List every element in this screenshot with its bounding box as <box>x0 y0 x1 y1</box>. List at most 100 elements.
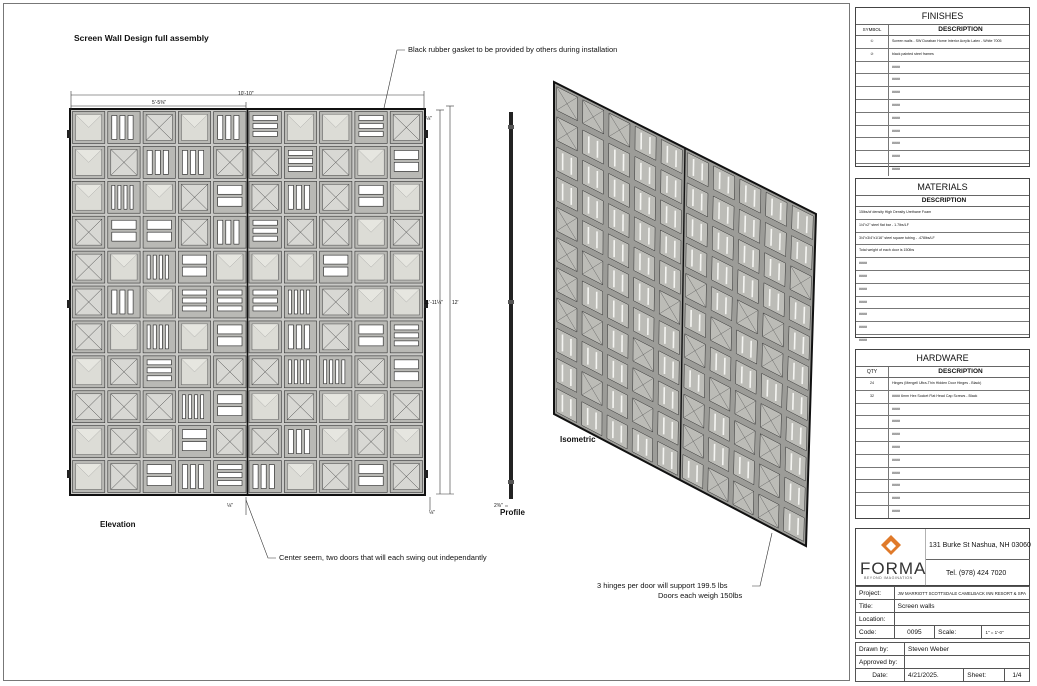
profile-view <box>505 112 514 507</box>
material-description: #### <box>859 286 867 291</box>
hardware-description: #### <box>892 470 900 475</box>
hardware-description-header: DESCRIPTION <box>938 368 983 375</box>
sheet-value: 1/4 <box>1003 668 1031 682</box>
hinges-note: 3 hinges per door will support 199.5 lbs <box>597 581 728 590</box>
logo-text: FORMA <box>860 559 927 578</box>
finish-symbol <box>856 87 889 99</box>
hardware-qty <box>856 403 889 416</box>
finishes-title: FINISHES <box>856 8 1029 25</box>
hardware-qty <box>856 429 889 441</box>
hardware-qty <box>856 416 889 429</box>
code-label: Code: <box>855 625 895 639</box>
finish-symbol <box>856 99 889 112</box>
finishes-row: #### <box>856 99 1029 113</box>
materials-row: #### <box>856 297 1029 310</box>
finish-description: #### <box>892 141 900 146</box>
finish-symbol <box>856 151 889 163</box>
finish-description: #### <box>892 102 900 107</box>
drawn-by-label: Drawn by: <box>855 642 905 656</box>
hardware-row: 32#### 6mm Hex Socket Flat Head Cap Scre… <box>856 390 1029 404</box>
finish-symbol <box>856 112 889 125</box>
hardware-qty <box>856 441 889 454</box>
finish-description: #### <box>892 154 900 159</box>
finish-description: #### <box>892 77 900 82</box>
hardware-description: #### <box>892 483 900 488</box>
materials-row: 3/4"x3/4"x1/16" steel square tubing - .4… <box>856 233 1029 246</box>
hardware-description: #### <box>892 444 900 449</box>
hardware-row: #### <box>856 416 1029 430</box>
material-description: #### <box>859 325 867 330</box>
finishes-row: #### <box>856 61 1029 75</box>
finishes-row: #### <box>856 151 1029 164</box>
date-label: Date: <box>855 668 905 682</box>
company-phone: Tel. (978) 424 7020 <box>946 570 1007 577</box>
materials-title: MATERIALS <box>856 179 1029 196</box>
hardware-qty: 24 <box>856 378 889 390</box>
drawing-frame <box>3 3 850 681</box>
finish-description: #### <box>892 166 900 171</box>
approved-by-label: Approved by: <box>855 655 905 669</box>
materials-row: #### <box>856 284 1029 297</box>
hardware-qty <box>856 480 889 493</box>
bottom-gap-dim: ⅛" <box>429 510 435 516</box>
scale-value: 1" = 1'-0" <box>981 625 1030 639</box>
sheet-label: Sheet: <box>963 668 1005 682</box>
finish-symbol <box>856 163 889 176</box>
hardware-row: #### <box>856 454 1029 468</box>
hardware-description: Hinges (Mengell Ultra-Thin Hidden Door H… <box>892 381 982 385</box>
gasket-note: Black rubber gasket to be provided by ot… <box>408 45 618 54</box>
finish-description: #### <box>892 64 900 69</box>
leader-lines <box>245 49 773 587</box>
isometric-label: Isometric <box>560 435 596 444</box>
center-seam-note: Center seem, two doors that will each sw… <box>279 553 487 562</box>
materials-row: #### <box>856 335 1029 347</box>
material-description: #### <box>859 261 867 266</box>
location-label: Location: <box>855 612 895 626</box>
material-description: 1/4"x2" steel flat bar - 1.7lbs/LF <box>859 222 909 227</box>
finish-symbol <box>856 125 889 138</box>
material-description: 3/4"x3/4"x1/16" steel square tubing - .4… <box>859 235 935 240</box>
code-value: 0095 <box>893 625 936 639</box>
finish-description: Screen walls - SW Duraban Home Interior … <box>892 39 1002 43</box>
drawn-by-value: Steven Weber <box>904 642 1030 656</box>
profile-depth-dim: 2⅜" <box>494 503 503 509</box>
materials-row: #### <box>856 271 1029 284</box>
finish-description: #### <box>892 90 900 95</box>
title-label: Title: <box>855 599 895 613</box>
hardware-row: #### <box>856 429 1029 442</box>
hardware-description: #### <box>892 406 900 411</box>
finishes-symbol-header: SYMBOL <box>856 25 889 35</box>
location-value <box>893 612 1031 626</box>
hardware-row: #### <box>856 467 1029 481</box>
material-description: #### <box>859 312 867 317</box>
materials-row: Total weight of each door is 150lbs <box>856 245 1029 259</box>
hardware-qty <box>856 505 889 518</box>
seam-gap-dim: ⅛" <box>227 503 233 509</box>
hardware-description: #### <box>892 496 900 501</box>
finish-symbol <box>856 138 889 151</box>
hardware-row: #### <box>856 480 1029 494</box>
materials-row: 1/4"x2" steel flat bar - 1.7lbs/LF <box>856 220 1029 233</box>
title-block: Project:JW MARRIOTT SCOTTSDALE CAMELBACK… <box>855 586 1031 639</box>
finishes-row: #### <box>856 125 1029 139</box>
materials-row: 15lbs/cf density High Density Urethane F… <box>856 207 1029 220</box>
hardware-description: #### <box>892 432 900 437</box>
approved-by-value <box>904 655 1030 669</box>
title-value: Screen walls <box>893 599 1031 613</box>
materials-row: #### <box>856 309 1029 323</box>
hardware-description: #### 6mm Hex Socket Flat Head Cap Screws… <box>892 393 978 398</box>
drawing-title: Screen Wall Design full assembly <box>74 33 209 43</box>
overall-width-dim: 10'-10" <box>238 91 254 97</box>
material-description: #### <box>859 299 867 304</box>
panel-height-dim: 11'-11¼" <box>424 300 443 306</box>
project-value: JW MARRIOTT SCOTTSDALE CAMELBACK INN RES… <box>893 586 1031 600</box>
material-description: 15lbs/cf density High Density Urethane F… <box>859 210 932 214</box>
material-description: #### <box>859 273 867 278</box>
door-width-dim: 5'-5⅜" <box>152 100 167 106</box>
finishes-row: #### <box>856 138 1029 152</box>
